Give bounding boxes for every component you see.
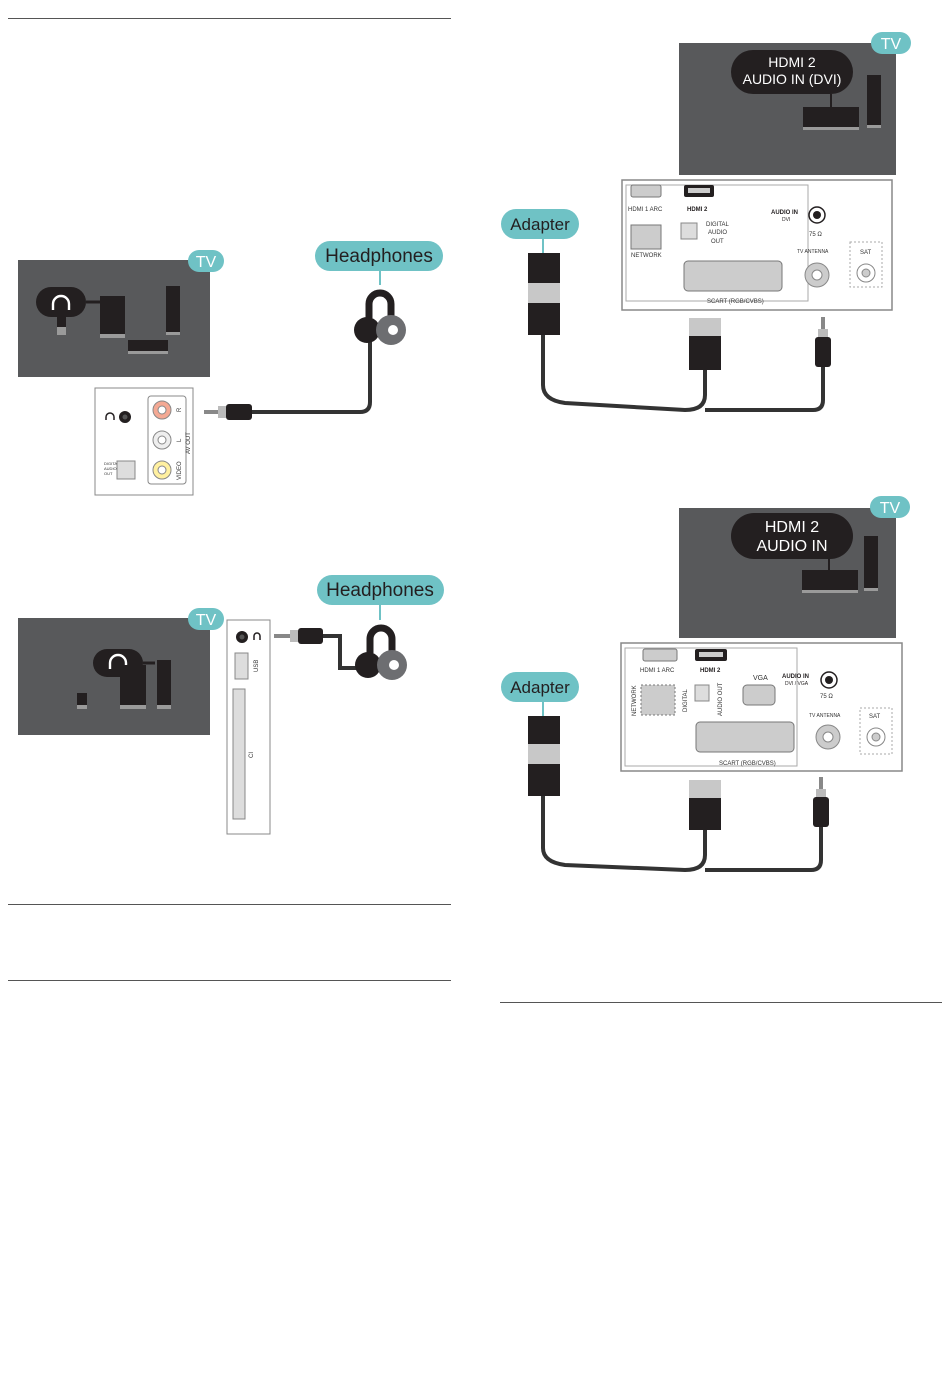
callout-line-1: HDMI 2	[765, 519, 819, 536]
rca-video-label: VIDEO	[177, 461, 183, 480]
tv-antenna-label: TV ANTENNA	[809, 713, 841, 719]
hdmi-callout-bubble	[731, 50, 853, 94]
section-rule-1	[8, 904, 451, 905]
audio-in-label: AUDIO IN	[771, 210, 798, 216]
hdmi-callout-bubble	[731, 513, 853, 559]
vga-label: VGA	[753, 675, 768, 682]
scart-label: SCART (RGB/CVBS)	[707, 299, 764, 305]
headphone-port-bubble	[36, 287, 86, 317]
headphones-connection-figure-2: TV USB CI Headphones	[18, 575, 444, 835]
hdmi1-label: HDMI 1 ARC	[628, 207, 663, 213]
hdmi-audio-in-vga-figure: TV HDMI 2 AUDIO IN HDMI 1 ARC HDMI 2 NET…	[501, 496, 910, 873]
vga-port	[742, 684, 776, 706]
tv-badge	[870, 496, 910, 518]
audio-cable	[705, 827, 823, 872]
digital-label: DIGITAL	[706, 222, 730, 228]
digital-label: DIGITAL	[683, 688, 689, 712]
usb-port	[234, 652, 249, 680]
out-label: OUT	[711, 239, 724, 245]
network-port	[640, 684, 676, 716]
tv-badge	[188, 250, 224, 272]
sat-port-frame	[849, 241, 883, 288]
scart-port	[683, 260, 783, 292]
headphones-label: Headphones	[326, 580, 434, 601]
scart-port	[695, 721, 795, 753]
adapter-cable	[541, 796, 707, 873]
hdmi1-port	[642, 648, 678, 662]
section-rule-right	[500, 1002, 942, 1003]
adapter-cable	[541, 335, 707, 413]
optical-port	[116, 460, 136, 480]
headphones-label-badge	[317, 575, 444, 605]
ohm-label: 75 Ω	[809, 232, 822, 238]
hdmi-plug	[689, 780, 721, 830]
headphone-cable	[252, 340, 372, 414]
hdmi2-label: HDMI 2	[700, 668, 721, 674]
adapter-label-badge	[501, 672, 579, 702]
network-port	[630, 224, 662, 250]
sat-label: SAT	[869, 714, 881, 720]
ci-label: CI	[249, 752, 255, 758]
headphones-label-badge	[315, 241, 443, 271]
headphone-symbol-icon	[105, 412, 115, 420]
callout-line-2: AUDIO IN (DVI)	[743, 71, 842, 87]
headphones-label: Headphones	[325, 246, 433, 267]
digital-audio-out-port	[680, 222, 698, 240]
dvi-label: DVI	[782, 217, 790, 223]
headphone-symbol-icon	[253, 632, 261, 640]
hdmi1-port	[630, 184, 662, 198]
callout-line-2: AUDIO IN	[756, 538, 827, 555]
adapter-label: Adapter	[510, 215, 570, 234]
scart-label: SCART (RGB/CVBS)	[719, 761, 776, 767]
out-label: OUT	[104, 471, 113, 476]
tv-badge	[188, 608, 224, 630]
audio-jack-plug	[815, 317, 831, 367]
adapter-label-badge	[501, 209, 579, 239]
rca-l-label: L	[177, 438, 183, 442]
tv-badge-label: TV	[880, 500, 901, 517]
sat-label: SAT	[860, 250, 872, 256]
ci-slot	[232, 688, 246, 820]
hdmi2-label: HDMI 2	[687, 207, 708, 213]
dvi-vga-label: DVI / VGA	[785, 681, 809, 687]
tv-badge	[871, 32, 911, 54]
section-rule-2	[8, 980, 451, 981]
dvi-adapter-connector	[528, 716, 560, 796]
headphones-icon	[355, 624, 407, 680]
headphones-connection-figure-1: TV R L VIDEO AV OUT DIGITAL AUDIO OUT He…	[18, 241, 443, 496]
headphone-plug	[274, 628, 323, 644]
headphones-icon	[354, 289, 406, 345]
digital-label: DIGITAL	[104, 461, 120, 466]
ohm-label: 75 Ω	[820, 694, 833, 700]
audio-in-label: AUDIO IN	[782, 674, 809, 680]
av-out-label: AV OUT	[186, 432, 192, 454]
top-rule	[8, 18, 451, 19]
audio-jack-plug	[813, 777, 829, 827]
callout-line-1: HDMI 2	[768, 54, 816, 70]
tv-badge-label: TV	[881, 36, 902, 53]
tv-badge-label: TV	[196, 254, 217, 271]
headphones-icon	[108, 653, 128, 669]
audio-cable	[705, 367, 825, 412]
headphones-icon	[51, 294, 71, 310]
network-label: NETWORK	[632, 685, 638, 716]
tv-badge-label: TV	[196, 612, 217, 629]
hdmi1-label: HDMI 1 ARC	[640, 668, 675, 674]
rca-r-label: R	[177, 407, 183, 412]
audio-out-label: AUDIO OUT	[718, 682, 724, 716]
hdmi-audio-in-dvi-figure: TV HDMI 2 AUDIO IN (DVI) HDMI 1 ARC HDMI…	[501, 32, 911, 413]
usb-label: USB	[254, 660, 260, 672]
hdmi-plug	[689, 318, 721, 370]
sat-port-frame	[859, 707, 893, 755]
dvi-adapter-connector	[528, 253, 560, 335]
audio-label: AUDIO	[708, 230, 727, 236]
headphone-cable	[323, 634, 360, 670]
adapter-label: Adapter	[510, 678, 570, 697]
headphone-plug	[204, 404, 252, 420]
digital-audio-out-port	[694, 684, 710, 702]
network-label: NETWORK	[631, 253, 662, 259]
tv-antenna-label: TV ANTENNA	[797, 249, 829, 255]
audio-label: AUDIO	[104, 466, 117, 471]
